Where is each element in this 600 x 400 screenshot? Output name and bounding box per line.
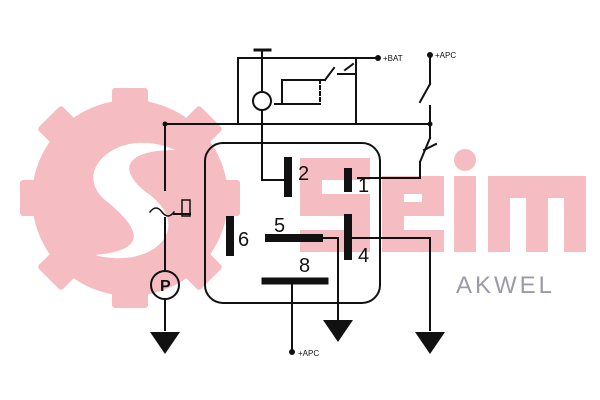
terminal-8-label: 8 (299, 255, 310, 277)
bat-supply-dot (375, 55, 381, 61)
bat-supply-label: +BAT (383, 54, 403, 63)
terminal-2-label: 2 (298, 163, 309, 185)
switch-icon (323, 66, 336, 82)
terminal-4-blade (344, 214, 352, 260)
apc-top-supply-dot (427, 52, 433, 58)
ground-icon (415, 332, 445, 354)
lamp-icon (252, 91, 272, 111)
ground-icon (150, 332, 180, 354)
terminal-6-label: 6 (238, 229, 249, 251)
apc-top-supply-label: +APC (435, 51, 456, 60)
apc-bottom-supply-label: +APC (298, 349, 319, 358)
apc-bottom-supply-dot (289, 349, 295, 355)
terminal-6-blade (226, 216, 234, 256)
terminal-4-label: 4 (358, 245, 369, 267)
terminal-1-label: 1 (358, 175, 369, 197)
terminal-5-blade (265, 234, 323, 242)
ground-icon (323, 320, 353, 342)
terminal-5-label: 5 (274, 215, 285, 237)
terminal-1-blade (344, 168, 352, 192)
akwel-brand-label: AKWEL (456, 272, 556, 299)
terminal-2-blade (284, 157, 292, 197)
pump-label: P (160, 278, 171, 295)
sensor-icon (148, 207, 176, 217)
